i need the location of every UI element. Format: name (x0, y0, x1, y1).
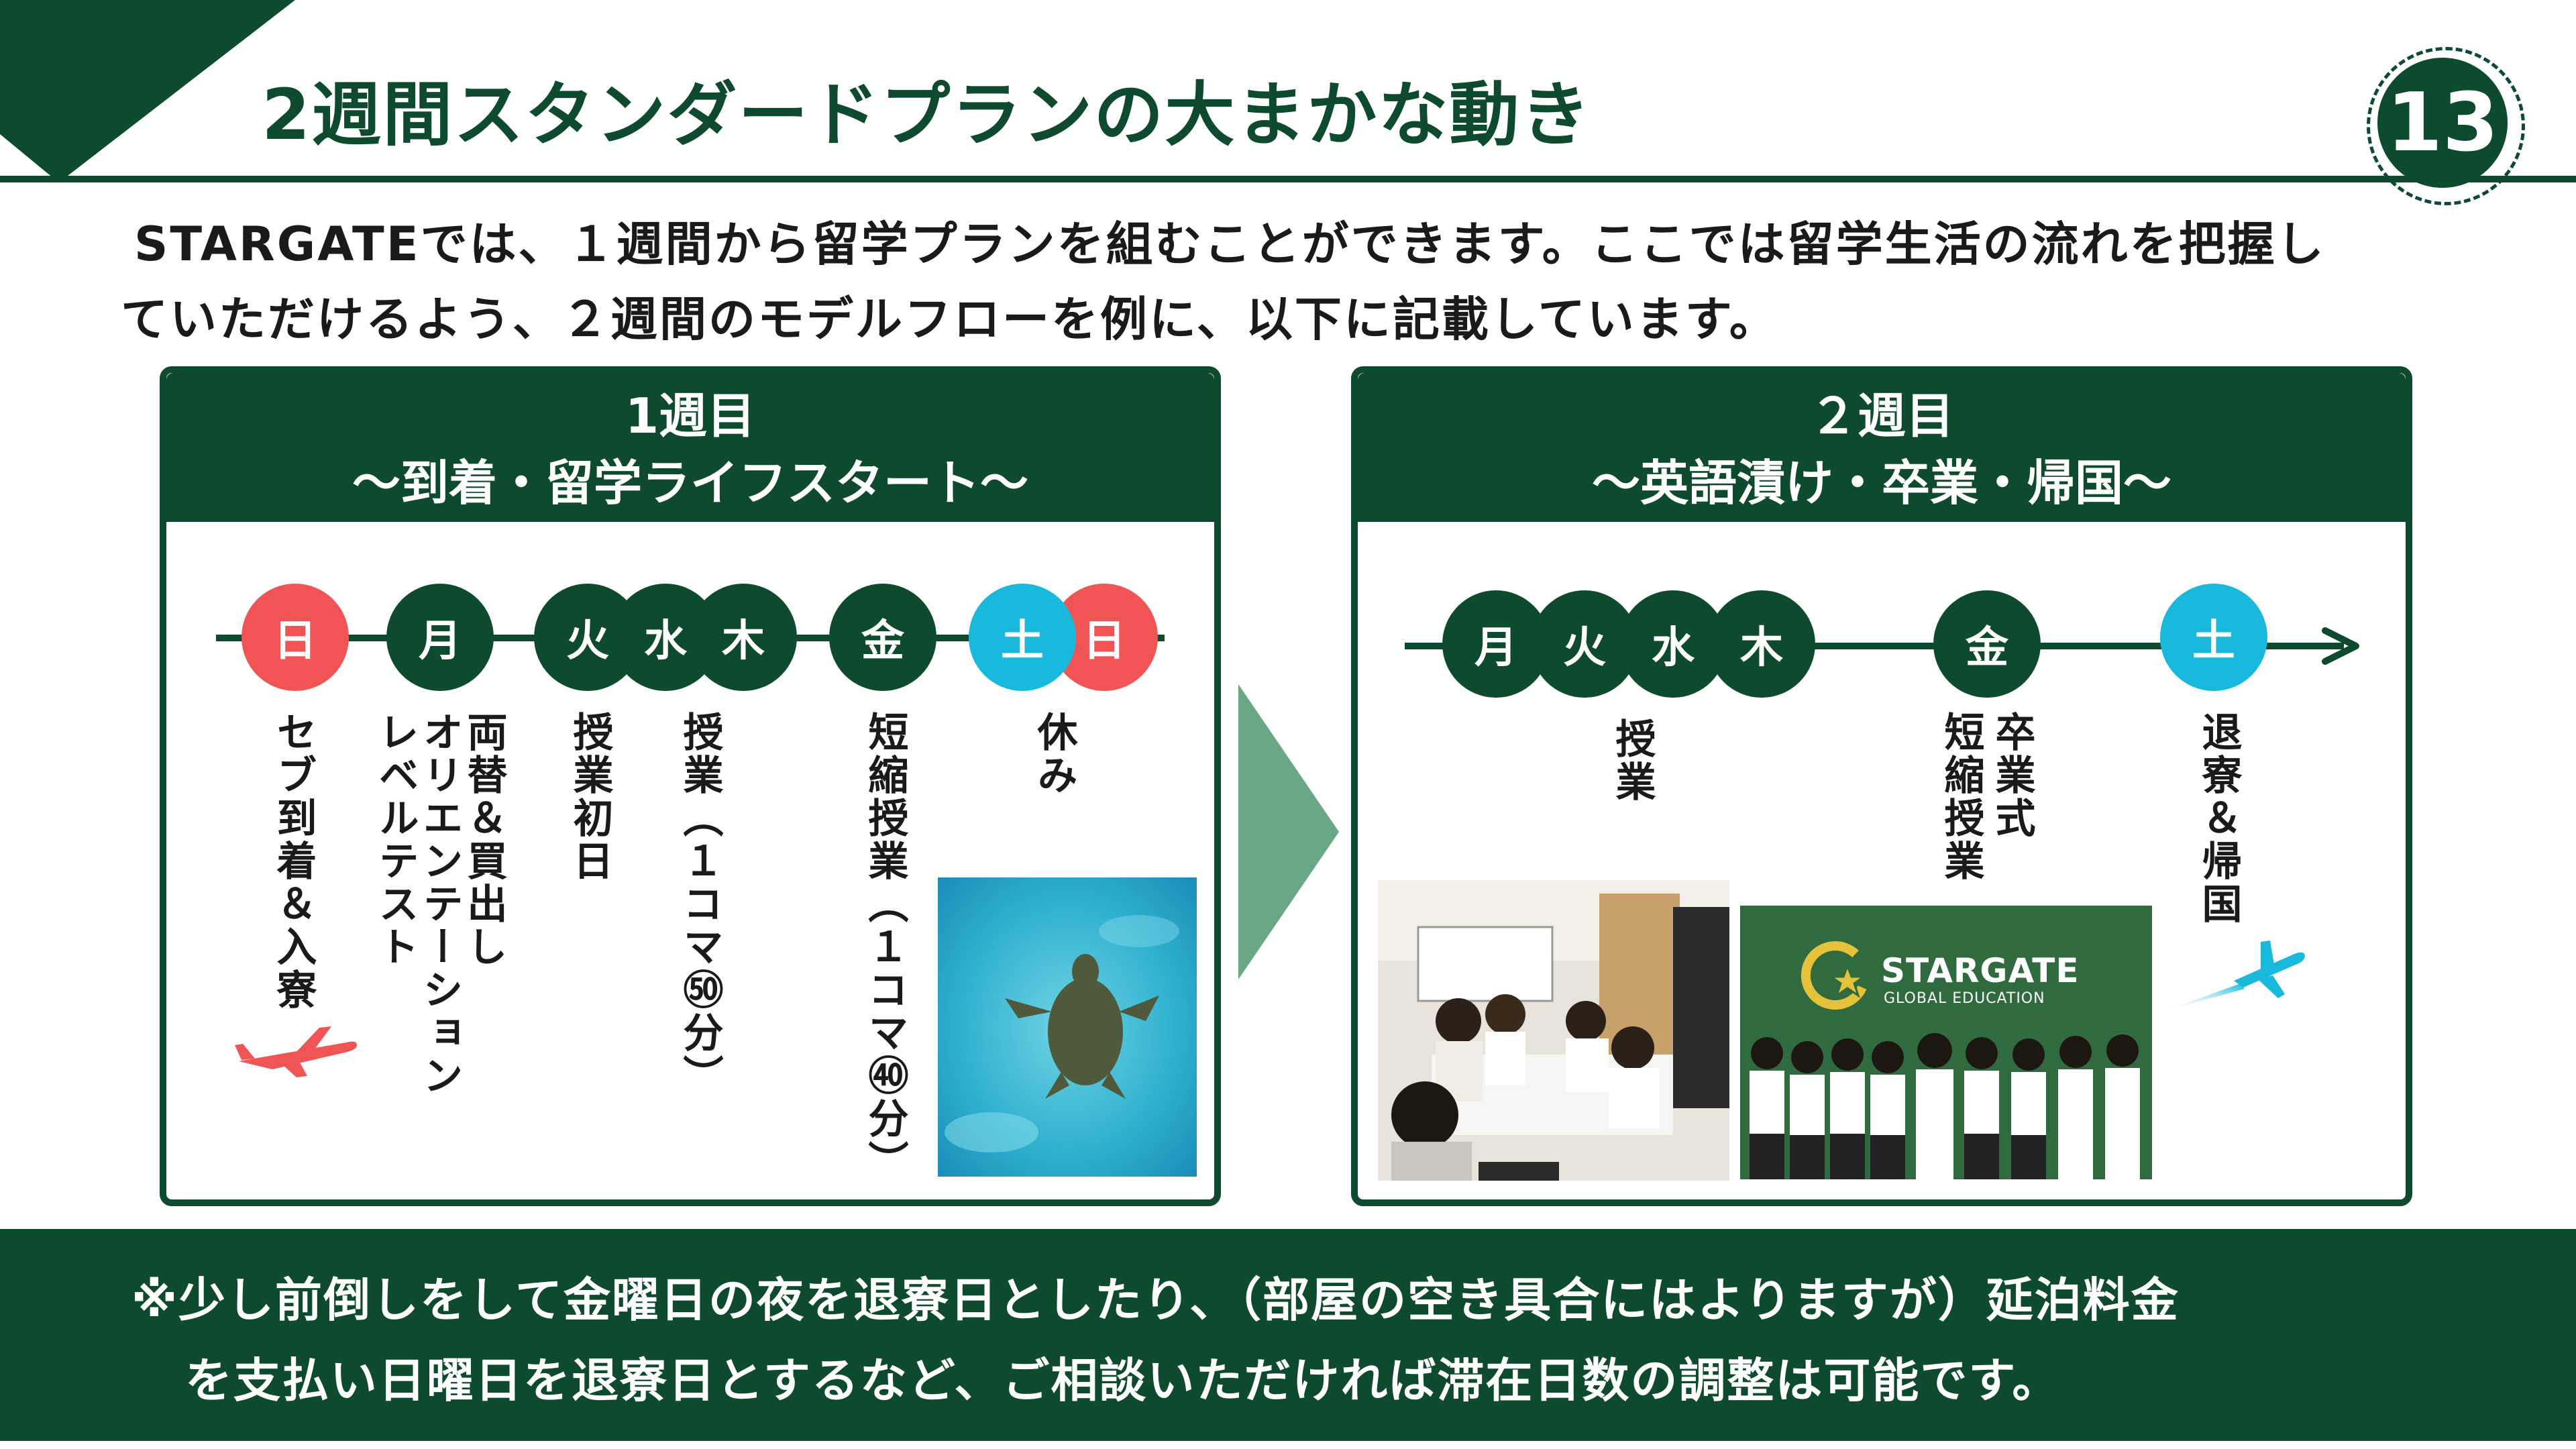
page-number-ring (2367, 47, 2525, 205)
event-classes-50: 授業（１コマ㊿分） (676, 711, 723, 1097)
page-number-badge: 13 (2377, 58, 2508, 188)
event-arrival: セブ到着＆入寮 (270, 711, 317, 1012)
page-title: 2週間スタンダードプランの大まかな動き (262, 74, 1592, 156)
header-divider (0, 176, 2576, 182)
footer-note-line-1: ※少し前倒しをして金曜日の夜を退寮日としたり、（部屋の空き具合にはよりますが）延… (131, 1273, 2180, 1328)
week1-day-saturday: 土 (969, 584, 1076, 691)
event-orientation: オリエンテーション (416, 711, 463, 1097)
logo-brand-text: STARGATE (1881, 951, 2080, 990)
week1-title: 1週目 (625, 388, 756, 444)
event-week2-classes: 授業 (1609, 718, 1656, 804)
footer-note-box: ※少し前倒しをして金曜日の夜を退寮日としたり、（部屋の空き具合にはよりますが）延… (0, 1229, 2576, 1441)
week1-header: 1週目 ～到着・留学ライフスタート～ (166, 373, 1214, 522)
event-rest: 休み (1030, 711, 1077, 797)
week1-day-friday: 金 (829, 584, 936, 691)
footer-note-line-2: を支払い日曜日を退寮日とするなど、ご相談いただければ滞在日数の調整は可能です。 (185, 1353, 2061, 1408)
graduation-group-photo: STARGATE GLOBAL EDUCATION (1740, 906, 2152, 1179)
week1-day-monday: 月 (386, 584, 494, 691)
event-week2-short-classes: 短縮授業 (1937, 711, 1984, 883)
plane-arrival-icon (235, 1026, 357, 1077)
week2-header: ２週目 ～英語漬け・卒業・帰国～ (1358, 373, 2406, 522)
event-checkout-return: 退寮＆帰国 (2195, 711, 2242, 926)
week2-timeline (1405, 643, 2344, 649)
classroom-photo (1378, 880, 1729, 1181)
week2-day-saturday: 土 (2160, 584, 2267, 691)
sea-turtle-photo (938, 877, 1197, 1177)
week1-day-sunday: 日 (241, 584, 349, 691)
logo-sub-text: GLOBAL EDUCATION (1884, 990, 2045, 1007)
week2-day-friday: 金 (1933, 590, 2041, 698)
event-exchange: 両替＆買出し (460, 711, 507, 969)
week2-subtitle: ～英語漬け・卒業・帰国～ (1591, 455, 2171, 511)
intro-line-2: ていただけるよう、２週間のモデルフローを例に、以下に記載しています。 (121, 292, 1778, 347)
timeline-arrow-icon (2322, 627, 2359, 665)
group-people (1750, 1033, 2140, 1179)
week1-day-thursday: 木 (690, 584, 797, 691)
event-level-test: レベルテスト (372, 711, 419, 969)
plane-departure-icon (2163, 941, 2305, 1012)
event-short-classes-40: 短縮授業（１コマ㊵分） (861, 711, 908, 1183)
event-first-class: 授業初日 (566, 711, 613, 883)
intro-line-1: STARGATEでは、１週間から留学プランを組むことができます。ここでは留学生活… (134, 217, 2326, 272)
week-transition-arrow (1238, 684, 1339, 979)
event-graduation: 卒業式 (1988, 711, 2035, 840)
week1-subtitle: ～到着・留学ライフスタート～ (352, 455, 1028, 511)
stargate-logo-icon (1801, 941, 1867, 1010)
week2-day-thursday: 木 (1708, 590, 1815, 698)
week2-title: ２週目 (1809, 388, 1954, 444)
